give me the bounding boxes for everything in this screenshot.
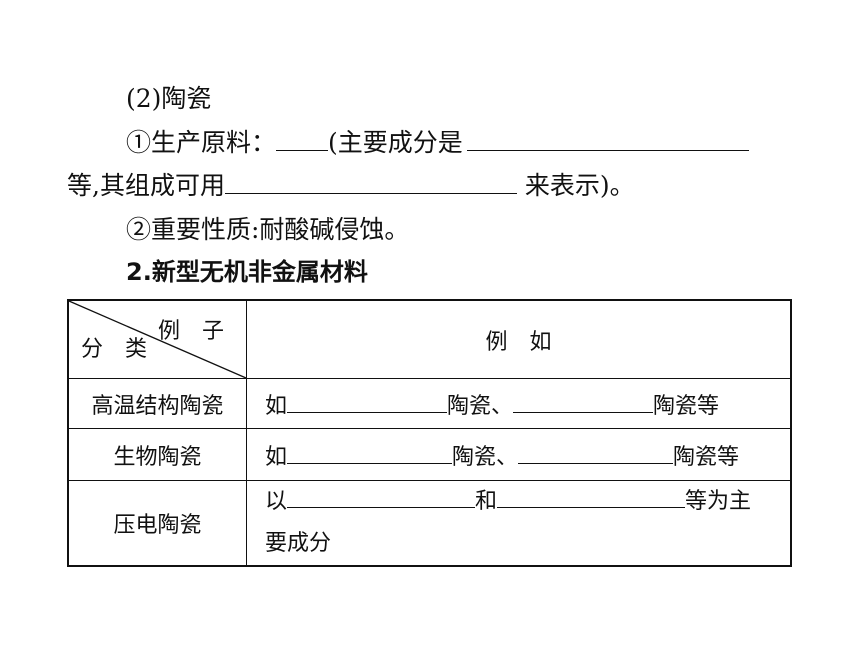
row-prefix: 以 — [265, 489, 288, 514]
table-row: 高温结构陶瓷 如 陶瓷、 陶瓷等 — [67, 378, 792, 429]
composition-end: 来表示)。 — [524, 171, 635, 200]
section-2-heading: 2.新型无机非金属材料 — [126, 258, 368, 286]
row-examples: 以 和 等为主 要成分 — [246, 480, 792, 567]
diagonal-line — [69, 301, 246, 378]
row-category: 压电陶瓷 — [67, 480, 247, 567]
composition-blank[interactable] — [224, 173, 517, 194]
row-end: 陶瓷等 — [673, 444, 740, 470]
ceramics-heading: (2)陶瓷 — [126, 84, 212, 113]
raw-materials-line: ①生产原料： (主要成分是 — [126, 130, 749, 155]
main-component-blank[interactable] — [466, 130, 749, 151]
raw-materials-label: ①生产原料： — [126, 128, 277, 157]
blank-1[interactable] — [287, 487, 476, 508]
blank-2[interactable] — [513, 392, 654, 413]
row-mid: 陶瓷、 — [447, 393, 514, 419]
blank-2[interactable] — [518, 443, 674, 464]
header-examples-column: 例 如 — [246, 299, 792, 379]
row-mid: 和 — [475, 489, 498, 514]
blank-1[interactable] — [287, 392, 448, 413]
row-prefix: 如 — [265, 444, 288, 470]
row-prefix: 如 — [265, 393, 288, 419]
blank-1[interactable] — [287, 443, 453, 464]
row-category: 生物陶瓷 — [67, 428, 247, 481]
table-row: 生物陶瓷 如 陶瓷、 陶瓷等 — [67, 428, 792, 481]
composition-line: 等,其组成可用 来表示)。 — [67, 173, 635, 198]
row-examples: 如 陶瓷、 陶瓷等 — [246, 378, 792, 429]
composition-label: 等,其组成可用 — [67, 171, 225, 200]
row-end: 等为主 — [685, 489, 752, 514]
row-category: 高温结构陶瓷 — [67, 378, 247, 429]
row-examples: 如 陶瓷、 陶瓷等 — [246, 428, 792, 481]
row-mid: 陶瓷、 — [452, 444, 519, 470]
table-row: 压电陶瓷 以 和 等为主 要成分 — [67, 480, 792, 567]
materials-table: 例 子 分 类 例 如 高温结构陶瓷 如陶瓷、陶瓷等 生物陶瓷 如陶瓷、陶瓷等 … — [67, 299, 792, 567]
property-line: ②重要性质:耐酸碱侵蚀。 — [126, 215, 410, 244]
diagonal-header-cell: 例 子 分 类 — [67, 299, 247, 379]
table-header-row: 例 子 分 类 例 如 — [67, 299, 792, 379]
raw-materials-blank[interactable] — [276, 130, 329, 151]
header-category-label: 分 类 — [81, 337, 148, 362]
header-example-label: 例 子 — [157, 319, 224, 344]
main-component-label: (主要成分是 — [328, 128, 463, 157]
blank-2[interactable] — [497, 487, 686, 508]
row-end: 陶瓷等 — [653, 393, 720, 419]
row-line2: 要成分 — [265, 531, 332, 556]
